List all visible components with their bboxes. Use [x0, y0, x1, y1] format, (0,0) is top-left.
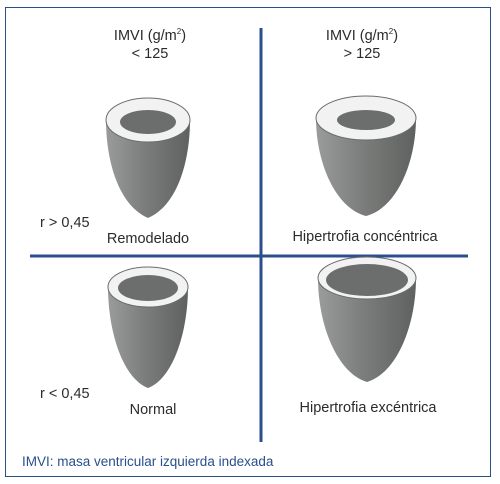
ventricle-hipertrofia-excentrica — [317, 256, 417, 382]
ratio-bottom-label: r < 0,45 — [40, 386, 90, 402]
header-right: IMVI (g/m2) > 125 — [325, 27, 399, 62]
footnote: IMVI: masa ventricular izquierda indexad… — [22, 454, 274, 469]
quadrant-label-remodelado: Remodelado — [106, 231, 190, 247]
quadrant-label-hipertrofia-excentrica: Hipertrofia excéntrica — [299, 400, 437, 416]
ventricle-remodelado — [105, 97, 191, 218]
header-left: IMVI (g/m2) < 125 — [113, 27, 187, 62]
figure-frame — [5, 7, 491, 477]
header-left-threshold: < 125 — [131, 46, 169, 62]
header-right-threshold: > 125 — [343, 46, 381, 62]
ratio-top-label: r > 0,45 — [40, 215, 90, 231]
ventricle-normal — [107, 266, 189, 388]
quadrant-label-normal: Normal — [129, 402, 177, 418]
ventricle-hipertrofia-concentrica — [315, 95, 417, 216]
quadrant-label-hipertrofia-concentrica: Hipertrofia concéntrica — [292, 229, 438, 245]
